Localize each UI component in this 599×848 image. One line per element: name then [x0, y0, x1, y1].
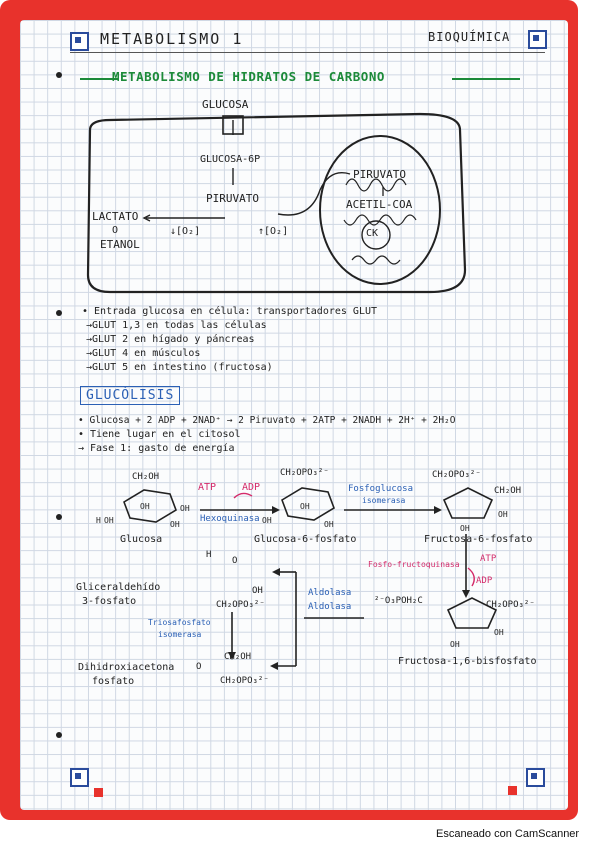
aldolasa-label-2: Aldolasa [308, 602, 352, 612]
g6p-oh-3: OH [324, 520, 334, 529]
f16bp-oh-2: OH [450, 640, 460, 649]
isomerasa-label: isomerasa [362, 496, 406, 505]
gliceraldehido-label: Gliceraldehído [76, 582, 161, 593]
adp2-label: ADP [476, 576, 493, 586]
red-square-mark [94, 788, 103, 797]
note-glut2: →GLUT 2 en hígado y páncreas [86, 334, 255, 345]
piruvato-label: PIRUVATO [206, 192, 259, 205]
atp2-label: ATP [480, 554, 497, 564]
f6p-name: Fructosa-6-fosfato [424, 534, 533, 545]
ck-label: CK [366, 228, 379, 239]
section-rule-left [80, 78, 118, 80]
glycolysis-structures [123, 487, 498, 670]
glucolisis-fase1: → Fase 1: gasto de energía [78, 443, 235, 454]
glucosa-oh-4: OH [104, 516, 114, 525]
f6p-ch2opo3: CH₂OPO₃²⁻ [432, 470, 481, 480]
f16bp-name: Fructosa-1,6-bisfosfato [398, 656, 537, 667]
glucosa-name: Glucosa [120, 534, 163, 545]
dihidroxiacetona-label: Dihidroxiacetona [78, 662, 175, 673]
adp-label: ADP [242, 482, 261, 493]
section-rule-right [452, 78, 520, 80]
glucosa-oh-3: OH [170, 520, 180, 529]
glut-notes: • Entrada glucosa en célula: transportad… [82, 305, 377, 375]
notebook-page: METABOLISMO 1 BIOQUÍMICA METABOLISMO DE … [20, 20, 568, 810]
lactato-label: LACTATO [92, 210, 139, 223]
note-glut4: →GLUT 4 en músculos [86, 348, 201, 359]
note-glut13: →GLUT 1,3 en todas las células [86, 320, 267, 331]
dhap-ch2oh: CH₂OH [224, 652, 252, 662]
g6p-oh-2: OH [300, 502, 310, 511]
note-entrada: • Entrada glucosa en célula: transportad… [82, 306, 378, 317]
f6p-oh-2: OH [460, 524, 470, 533]
glucosa-h: H [96, 516, 101, 525]
isomerasa2-label: isomerasa [158, 630, 202, 639]
glucosa-6p-label: GLUCOSA-6P [200, 154, 261, 165]
corner-logo-icon [70, 32, 89, 51]
f16bp-left: ²⁻O₃POH₂C [374, 596, 423, 606]
gap-fosfato-label: 3-fosfato [82, 596, 137, 607]
triosafosfato-label: Triosafosfato [148, 618, 211, 627]
low-o2-label: ↓[O₂] [170, 226, 201, 237]
piruvato-mito-label: PIRUVATO [353, 168, 406, 181]
glucolisis-lugar: • Tiene lugar en el citosol [78, 429, 241, 440]
dhap-ch2opo3: CH₂OPO₃²⁻ [220, 676, 269, 686]
binder-hole [56, 72, 62, 78]
corner-logo-icon [526, 768, 545, 787]
header-right-title: BIOQUÍMICA [428, 30, 511, 44]
gap-h: H [206, 550, 212, 560]
header-left-title: METABOLISMO 1 [100, 30, 244, 48]
fosfoglucosa-label: Fosfoglucosa [348, 484, 414, 494]
glucosa-ch2oh: CH₂OH [132, 472, 160, 482]
atp-label: ATP [198, 482, 217, 493]
glucosa-oh-1: OH [180, 504, 190, 513]
g6p-oh-1: OH [262, 516, 272, 525]
gap-oh: OH [252, 586, 263, 596]
gap-ch2opo3: CH₂OPO₃²⁻ [216, 600, 265, 610]
glucosa-label: GLUCOSA [202, 98, 249, 111]
f16bp-right: CH₂OPO₃²⁻ [486, 600, 535, 610]
camscanner-watermark: Escaneado con CamScanner [436, 828, 580, 840]
cell-diagram [86, 112, 467, 294]
f6p-ch2oh: CH₂OH [494, 486, 522, 496]
dhap-fosfato-label: fosfato [92, 676, 135, 687]
glucosa-oh-2: OH [140, 502, 150, 511]
f16bp-oh-1: OH [494, 628, 504, 637]
o-label: O [112, 225, 119, 236]
note-glut5: →GLUT 5 en intestino (fructosa) [86, 362, 273, 373]
f6p-oh-1: OH [498, 510, 508, 519]
red-square-mark [508, 786, 517, 795]
glucolisis-notes: • Glucosa + 2 ADP + 2NAD⁺ → 2 Piruvato +… [78, 414, 456, 456]
glucolisis-equation: • Glucosa + 2 ADP + 2NAD⁺ → 2 Piruvato +… [78, 415, 456, 426]
g6p-ch2opo3: CH₂OPO₃²⁻ [280, 468, 329, 478]
corner-logo-icon [528, 30, 547, 49]
header-rule [70, 52, 545, 53]
glucolisis-title: GLUCÓLISIS [80, 386, 181, 405]
acetil-coa-label: ACETIL-COA [346, 198, 413, 211]
corner-logo-icon [70, 768, 89, 787]
hexoquinasa-label: Hexoquinasa [200, 514, 260, 524]
g6p-name: Glucosa-6-fosfato [254, 534, 357, 545]
binder-hole [56, 310, 62, 316]
fosfofructoquinasa-label: Fosfo-fructoquinasa [368, 560, 460, 569]
high-o2-label: ↑[O₂] [258, 226, 289, 237]
dhap-o: O [196, 662, 202, 672]
etanol-label: ETANOL [100, 238, 140, 251]
binder-hole [56, 732, 62, 738]
aldolasa-label-1: Aldolasa [308, 588, 352, 598]
gap-o: O [232, 556, 238, 566]
section-title: METABOLISMO DE HIDRATOS DE CARBONO [112, 69, 385, 84]
binder-hole [56, 514, 62, 520]
